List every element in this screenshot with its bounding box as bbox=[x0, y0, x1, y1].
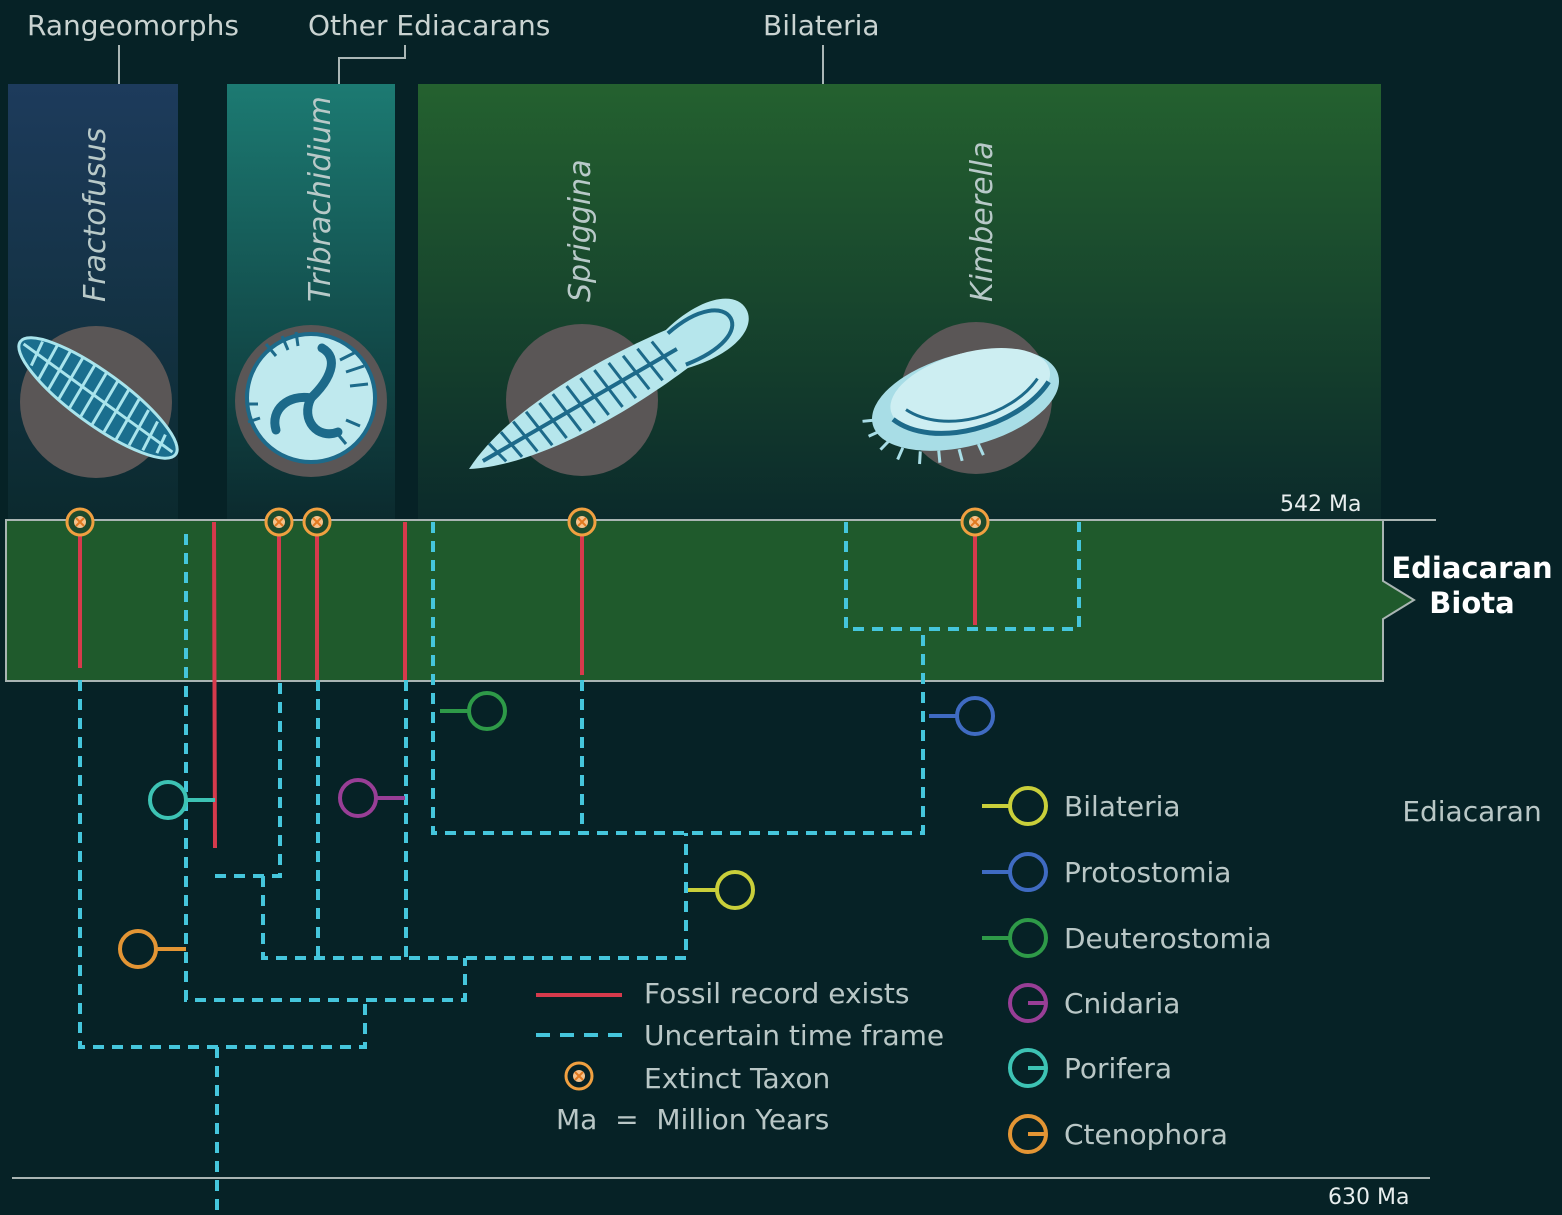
clade-legend-item-bilateria: Bilateria bbox=[982, 786, 1181, 826]
extinct-markers bbox=[65, 507, 990, 537]
clade-legend-label: Protostomia bbox=[1064, 856, 1231, 889]
ctenophora-node bbox=[118, 929, 186, 969]
clade-legend-item-ctenophora: Ctenophora bbox=[1008, 1114, 1228, 1154]
clade-legend-circle bbox=[1008, 786, 1048, 826]
clade-legend-item-cnidaria: Cnidaria bbox=[1008, 983, 1180, 1023]
extinct-marker-fractofusus bbox=[65, 507, 95, 537]
clade-legend-item-porifera: Porifera bbox=[1008, 1048, 1172, 1088]
clade-legend-item-protostomia: Protostomia bbox=[982, 852, 1231, 892]
tribrachidium-illustration bbox=[235, 325, 387, 477]
clade-legend-circle bbox=[1008, 1048, 1048, 1088]
clade-legend-label: Cnidaria bbox=[1064, 987, 1180, 1020]
kimberella-label: Kimberella bbox=[965, 141, 1000, 302]
ediacaran-biota-band bbox=[5, 519, 1416, 682]
spriggina-illustration bbox=[469, 298, 749, 476]
extinct-legend-label: Extinct Taxon bbox=[644, 1062, 830, 1095]
clade-legend-label: Ctenophora bbox=[1064, 1118, 1228, 1151]
protostomia-node bbox=[929, 696, 995, 736]
extinct-legend-icon bbox=[564, 1061, 594, 1091]
ediacaran-period-label: Ediacaran bbox=[1402, 795, 1541, 828]
bilateria-node bbox=[688, 870, 755, 910]
clade-legend: BilateriaProtostomiaDeuterostomiaCnidari… bbox=[982, 786, 1272, 1154]
clade-legend-label: Deuterostomia bbox=[1064, 922, 1272, 955]
uncertain-legend-label: Uncertain time frame bbox=[644, 1019, 944, 1052]
top-ma-label: 542 Ma bbox=[1280, 492, 1361, 517]
porifera-node bbox=[148, 780, 215, 820]
rangeomorphs-label: Rangeomorphs bbox=[27, 9, 239, 42]
clade-legend-label: Porifera bbox=[1064, 1052, 1172, 1085]
bilateria-label: Bilateria bbox=[763, 9, 880, 42]
clade-legend-circle bbox=[1008, 983, 1048, 1023]
tribrachidium-label: Tribrachidium bbox=[303, 96, 338, 302]
fossil-record-lines bbox=[78, 521, 977, 849]
extinct-marker-kimberella bbox=[960, 507, 990, 537]
clade-legend-label: Bilateria bbox=[1064, 790, 1181, 823]
other-ediacarans-label: Other Ediacarans bbox=[308, 9, 550, 42]
deuterostomia-node bbox=[440, 691, 507, 731]
biota-label-line2: Biota bbox=[1429, 586, 1514, 620]
uncertain-branches bbox=[78, 522, 1081, 1210]
extinct-marker-spriggina bbox=[567, 507, 597, 537]
line-type-legend: Fossil record exists Uncertain time fram… bbox=[536, 977, 944, 1136]
ma-definition-label: Ma = Million Years bbox=[556, 1103, 829, 1136]
fractofusus-illustration bbox=[17, 326, 179, 478]
bottom-ma-label: 630 Ma bbox=[1328, 1185, 1409, 1210]
clade-legend-circle bbox=[1008, 852, 1048, 892]
clade-legend-item-deuterostomia: Deuterostomia bbox=[982, 918, 1272, 958]
clade-legend-circle bbox=[1008, 1114, 1048, 1154]
cnidaria-node bbox=[338, 778, 405, 818]
biota-label-line1: Ediacaran bbox=[1391, 551, 1552, 585]
clade-legend-circle bbox=[1008, 918, 1048, 958]
fossil-legend-label: Fossil record exists bbox=[644, 977, 909, 1010]
kimberella-illustration bbox=[862, 322, 1060, 474]
clade-node-markers bbox=[118, 691, 995, 969]
extinct-marker-tribrachidium-a bbox=[264, 507, 294, 537]
spriggina-label: Spriggina bbox=[563, 159, 598, 302]
extinct-marker-tribrachidium-b bbox=[302, 507, 332, 537]
fractofusus-label: Fractofusus bbox=[78, 128, 113, 302]
